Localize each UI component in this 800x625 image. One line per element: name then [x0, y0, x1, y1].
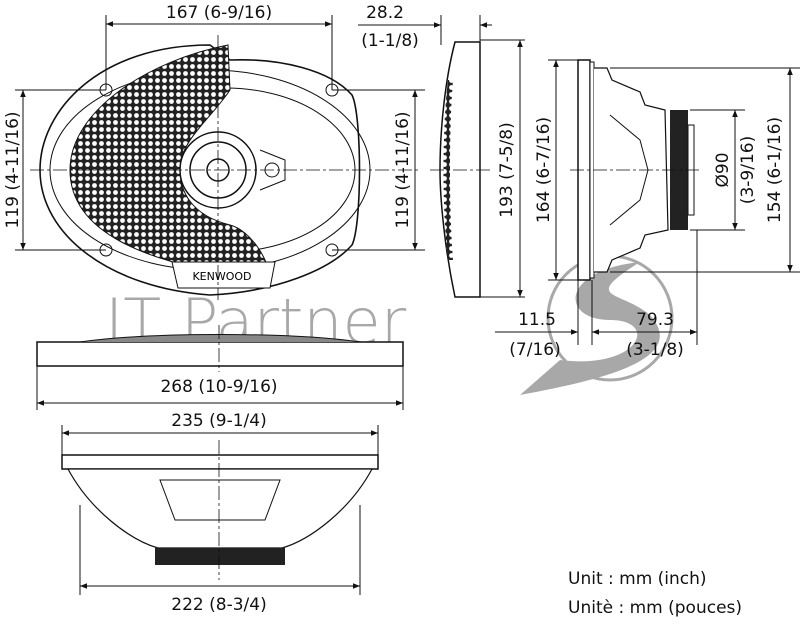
- dim-right-height: 119 (4-11/16): [393, 111, 413, 228]
- speaker-bottom-view: [61, 440, 379, 580]
- dim-bottom-width: 222 (8-3/4): [171, 595, 266, 615]
- unit-label-french: Unitè : mm (pouces): [568, 598, 742, 618]
- dim-cutout-width: 235 (9-1/4): [171, 411, 266, 431]
- dim-side-height: 193 (7-5/8): [497, 122, 517, 217]
- dim-frame-height: 164 (6-7/16): [534, 117, 554, 223]
- dim-depth-mm: 28.2: [366, 3, 404, 23]
- dim-basket-height: 154 (6-1/16): [765, 117, 785, 223]
- speaker-profile-view: [570, 59, 700, 281]
- dim-left-height: 119 (4-11/16): [3, 111, 23, 228]
- dim-depth-inch: (1-1/8): [361, 31, 419, 51]
- dim-flange-mm: 11.5: [518, 310, 556, 330]
- dim-overall-width: 268 (10-9/16): [160, 377, 277, 397]
- dim-magnet-dia-inch: (3-9/16): [738, 136, 758, 204]
- unit-label-english: Unit : mm (inch): [568, 569, 707, 589]
- dim-flange-inch: (7/16): [509, 340, 560, 360]
- dim-top-width: 167 (6-9/16): [166, 3, 272, 23]
- magnet-bottom-icon: [155, 548, 285, 565]
- watermark-swoosh-icon: [520, 262, 660, 395]
- brand-logo: KENWOOD: [192, 270, 251, 283]
- dim-mount-depth-mm: 79.3: [636, 310, 674, 330]
- dim-mount-depth-inch: (3-1/8): [626, 340, 684, 360]
- dim-magnet-dia-mm: Ø90: [713, 152, 733, 187]
- speaker-side-view: [430, 41, 490, 298]
- speaker-top-view: KENWOOD: [30, 35, 420, 300]
